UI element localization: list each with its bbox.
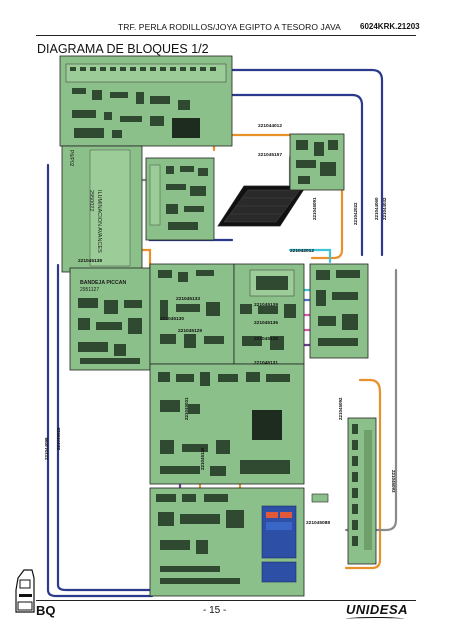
- cable-label-14: 221045088: [306, 520, 330, 526]
- power-board-code: 2950022: [88, 190, 94, 211]
- cable-label-4: 221042012: [290, 248, 314, 254]
- cable-label-18: 221045031: [184, 397, 189, 420]
- board-main-top: [59, 55, 233, 147]
- cable-label-9: 221045130: [160, 316, 184, 322]
- lcd-display: [217, 185, 307, 227]
- board-right-strip: [347, 417, 377, 565]
- page-number: - 15 -: [203, 605, 227, 616]
- side-board-label: P6/P02: [68, 150, 74, 167]
- header-title: TRF. PERLA RODILLOS/JOYA EGIPTO A TESORO…: [118, 22, 341, 32]
- slot-machine-cabinet-icon: [15, 569, 35, 613]
- board-left-strip: ILUMINACION AVANCES 2950022 P6/P02: [61, 145, 143, 273]
- tray-board-name: BANDEJA PICCAN: [80, 280, 126, 286]
- board-tray-piccan: BANDEJA PICCAN 2951127: [69, 267, 151, 371]
- tray-board-code: 2951127: [80, 287, 99, 293]
- cable-label-16: 221044098: [44, 437, 49, 460]
- board-central-main: [149, 263, 235, 365]
- footer-section-code: BQ: [36, 603, 56, 618]
- cable-label-21: 221044032: [382, 197, 387, 220]
- cable-label-10: 221045135: [254, 336, 278, 342]
- cable-orange-right: [344, 378, 382, 570]
- brand-logo-swoosh: [346, 617, 404, 621]
- cable-blue-left-down-2: [56, 263, 152, 592]
- board-lower-main: [149, 363, 305, 485]
- cable-blue-top-right: [230, 68, 384, 257]
- cable-label-20: 221044060: [374, 197, 379, 220]
- header-document-code: 6024KRK.21203: [360, 22, 420, 31]
- board-top-right: [289, 133, 345, 191]
- cable-grey-long: [344, 268, 398, 532]
- cable-blue-right-long: [228, 93, 364, 257]
- power-board-label: ILUMINACION AVANCES: [96, 190, 102, 253]
- board-right: [309, 263, 369, 359]
- cable-label-6: 221045133: [176, 296, 200, 302]
- cable-label-1: 221044012: [258, 123, 282, 129]
- connector-small: [311, 493, 329, 503]
- cable-label-19: 221045126: [200, 447, 205, 470]
- board-bottom: [149, 487, 305, 597]
- cable-label-5: 221045139: [254, 302, 278, 308]
- cable-label-22: 221045093: [391, 470, 396, 493]
- board-central-right: [233, 263, 305, 365]
- cable-label-12: 221042022: [353, 202, 358, 225]
- cable-label-8: 221045129: [178, 328, 202, 334]
- cable-label-13: 221045091: [312, 197, 317, 220]
- footer-divider: [36, 600, 416, 601]
- board-middle-small: [145, 157, 215, 241]
- cable-label-17: 221045022: [56, 427, 61, 450]
- cable-label-2: 221045157: [258, 152, 282, 158]
- header-divider: [36, 35, 416, 36]
- cable-cyan-2: [288, 248, 332, 264]
- cable-blue-left-down: [46, 163, 154, 598]
- brand-logo: UNIDESA: [346, 602, 409, 617]
- cable-label-3: 221045138: [78, 258, 102, 264]
- cable-label-15: 221045092: [338, 397, 343, 420]
- cable-label-11: 221045131: [254, 360, 278, 366]
- cable-label-7: 221045136: [254, 320, 278, 326]
- page-title: DIAGRAMA DE BLOQUES 1/2: [37, 42, 209, 56]
